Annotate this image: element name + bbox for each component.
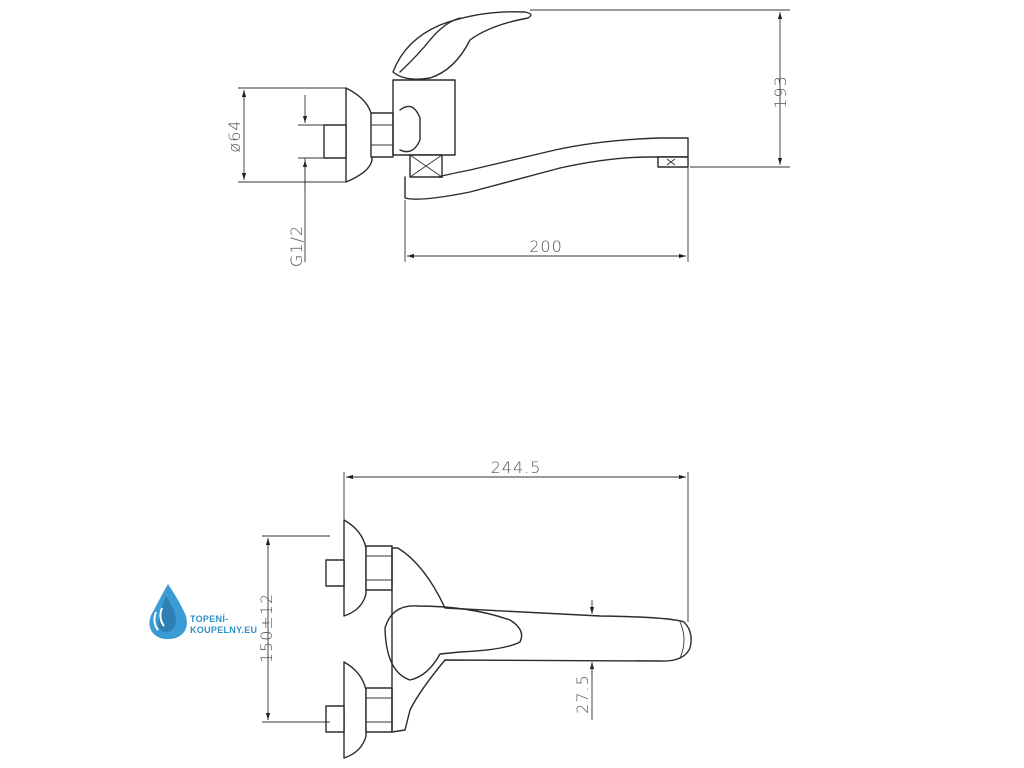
mixer-body-front: [391, 547, 692, 733]
lower-inlet: [325, 705, 345, 733]
lever-handle: [392, 11, 532, 80]
lower-hex-nut: [365, 687, 393, 733]
dim-thread-label: G1/2: [287, 225, 306, 267]
water-drop-logo-icon: [149, 584, 187, 640]
dim-height-label: 193: [771, 75, 790, 109]
side-view: 193 ø64 G1/2 200: [225, 9, 790, 267]
upper-hex-nut: [365, 545, 393, 591]
logo-line-1: TOPENÍ-: [190, 614, 229, 624]
front-view: 244.5 150±12 27.5: [257, 458, 692, 759]
mixer-body: [392, 79, 456, 156]
inlet-stub: [323, 124, 347, 159]
lower-rosette: [343, 661, 367, 759]
aerator: [657, 156, 689, 168]
dim-width-label: 244.5: [491, 458, 542, 477]
lever-front: [384, 605, 523, 681]
dim-centers-label: 150±12: [257, 593, 276, 663]
dim-offset-label: 27.5: [573, 674, 592, 714]
dim-diameter-label: ø64: [225, 119, 244, 152]
swivel-spout: [404, 137, 689, 200]
logo-wordmark: TOPENÍ- KOUPELNY.EU: [190, 614, 257, 636]
upper-inlet: [325, 559, 345, 587]
upper-rosette: [343, 519, 367, 617]
hex-nut: [370, 112, 394, 158]
wall-rosette: [345, 87, 373, 183]
dim-reach-label: 200: [529, 237, 563, 256]
logo-line-2: KOUPELNY.EU: [190, 625, 258, 635]
